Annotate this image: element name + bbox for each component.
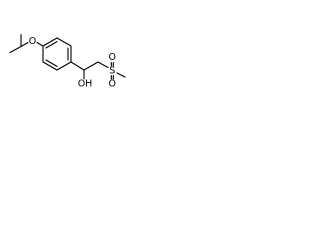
side-chain xyxy=(70,61,126,80)
bond-ipr-methyl-left xyxy=(9,45,22,54)
ring-double-bond-3 xyxy=(45,59,58,67)
sulfur-label: S xyxy=(109,65,115,76)
ring-bond-1 xyxy=(42,37,58,47)
ring-bond-2 xyxy=(56,37,72,47)
hydroxyl-label: OH xyxy=(78,79,93,90)
bond-ring-to-choh xyxy=(70,61,85,71)
sulfonyl-oxygen-top-label: O xyxy=(109,52,116,63)
isopropyl-group xyxy=(9,33,44,54)
bond-s-to-methyl xyxy=(116,72,126,78)
chemical-structure: O OH S O O xyxy=(9,33,126,90)
benzene-ring xyxy=(42,37,72,71)
bond-choh-to-ch2 xyxy=(83,61,99,71)
ether-oxygen-label: O xyxy=(29,36,36,47)
bond-o-to-ring xyxy=(36,41,44,47)
ring-bond-5 xyxy=(42,61,58,71)
ring-double-bond-1 xyxy=(45,41,58,49)
ring-bond-4 xyxy=(56,61,72,71)
bond-ch2-to-s xyxy=(97,61,109,69)
bond-ipr-ch-to-o xyxy=(20,41,29,48)
sulfonyl-oxygen-bottom-label: O xyxy=(109,79,116,90)
